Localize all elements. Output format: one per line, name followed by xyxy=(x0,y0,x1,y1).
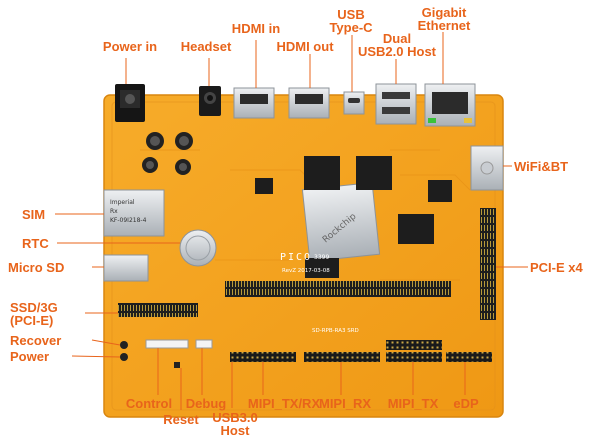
bottom-headers xyxy=(145,339,492,362)
ram-chips xyxy=(304,156,434,278)
svg-text:3399: 3399 xyxy=(314,254,329,261)
mipi-tx-header-2 xyxy=(386,352,442,362)
label-rtc: RTC xyxy=(22,236,49,251)
label-sim: SIM xyxy=(22,207,46,222)
usb-typec-port xyxy=(343,91,365,115)
edp-header xyxy=(446,352,492,362)
sim-slot: Imperial Rx KF-09I218-4 xyxy=(103,189,165,237)
label-dual-usb: Dual USB2.0 Host xyxy=(358,32,436,58)
rtc-battery xyxy=(179,229,217,267)
label-usb3-host: USB3.0 Host xyxy=(212,411,258,437)
label-usb-typec: USB Type-C xyxy=(329,8,372,34)
buttons xyxy=(120,341,180,368)
label-power-in: Power in xyxy=(102,39,158,54)
label-gigabit-line1: Gigabit xyxy=(421,5,467,20)
ssd-slot xyxy=(118,303,198,317)
label-usb3-line1: USB3.0 xyxy=(212,410,258,425)
mipi-txrx-header xyxy=(230,352,296,362)
label-dual-usb-line2: USB2.0 Host xyxy=(357,44,437,59)
mipi-rx-header xyxy=(304,352,380,362)
label-debug: Debug xyxy=(185,396,227,411)
label-micro-sd: Micro SD xyxy=(8,260,65,275)
label-usb-typec-line2: Type-C xyxy=(329,20,373,35)
label-mipi-tx: MIPI_TX xyxy=(387,396,439,411)
label-headset: Headset xyxy=(180,39,232,54)
label-mipi-rx: MIPI_RX xyxy=(318,396,372,411)
label-ssd-3g: SSD/3G (PCI-E) xyxy=(10,301,58,327)
label-hdmi-out: HDMI out xyxy=(276,39,334,54)
label-dual-usb-line1: Dual xyxy=(382,31,412,46)
hdmi-out-port xyxy=(288,87,330,119)
wifi-bt-module xyxy=(470,145,504,191)
label-usb-typec-line1: USB xyxy=(337,7,365,22)
label-control: Control xyxy=(125,396,173,411)
headset-jack xyxy=(199,86,221,116)
debug-header xyxy=(195,339,213,349)
svg-text:SD-RPB-RA3 SRD: SD-RPB-RA3 SRD xyxy=(312,328,359,334)
label-mipi-txrx: MIPI_TX/RX xyxy=(247,396,321,411)
pcie-x4-slot xyxy=(480,208,496,320)
label-gigabit-ethernet: Gigabit Ethernet xyxy=(418,6,471,32)
hdmi-in-port xyxy=(233,87,275,119)
control-header xyxy=(145,339,189,349)
label-reset: Reset xyxy=(163,412,199,427)
label-power: Power xyxy=(10,349,50,364)
dual-usb-port xyxy=(375,83,417,125)
svg-text:KF-09I218-4: KF-09I218-4 xyxy=(110,217,147,224)
label-edp: eDP xyxy=(453,396,479,411)
silkscreen: PICO 3399 RevZ 2017-03-08 SD-RPB-RA3 SRD xyxy=(280,252,359,334)
svg-text:PICO: PICO xyxy=(280,252,312,263)
capacitors xyxy=(142,132,452,202)
mipi-tx-header xyxy=(386,340,442,350)
label-pcie-x4: PCI-E x4 xyxy=(530,260,583,275)
svg-text:RevZ 2017-03-08: RevZ 2017-03-08 xyxy=(282,268,330,274)
label-wifi-bt: WiFi&BT xyxy=(514,159,569,174)
label-ssd-line1: SSD/3G xyxy=(10,300,58,315)
leader-lines xyxy=(55,32,528,410)
label-hdmi-in: HDMI in xyxy=(231,21,281,36)
label-recover: Recover xyxy=(10,333,62,348)
soc-chip: Rockchip xyxy=(301,181,381,263)
power-jack xyxy=(115,84,145,122)
ethernet-port xyxy=(424,83,476,127)
label-gigabit-line2: Ethernet xyxy=(417,18,471,33)
label-usb3-line2: Host xyxy=(220,423,250,438)
svg-text:Rx: Rx xyxy=(110,208,118,215)
micro-sd-slot xyxy=(103,254,149,282)
label-ssd-line2: (PCI-E) xyxy=(10,313,54,328)
svg-text:Imperial: Imperial xyxy=(110,199,135,206)
main-slot xyxy=(225,281,451,297)
